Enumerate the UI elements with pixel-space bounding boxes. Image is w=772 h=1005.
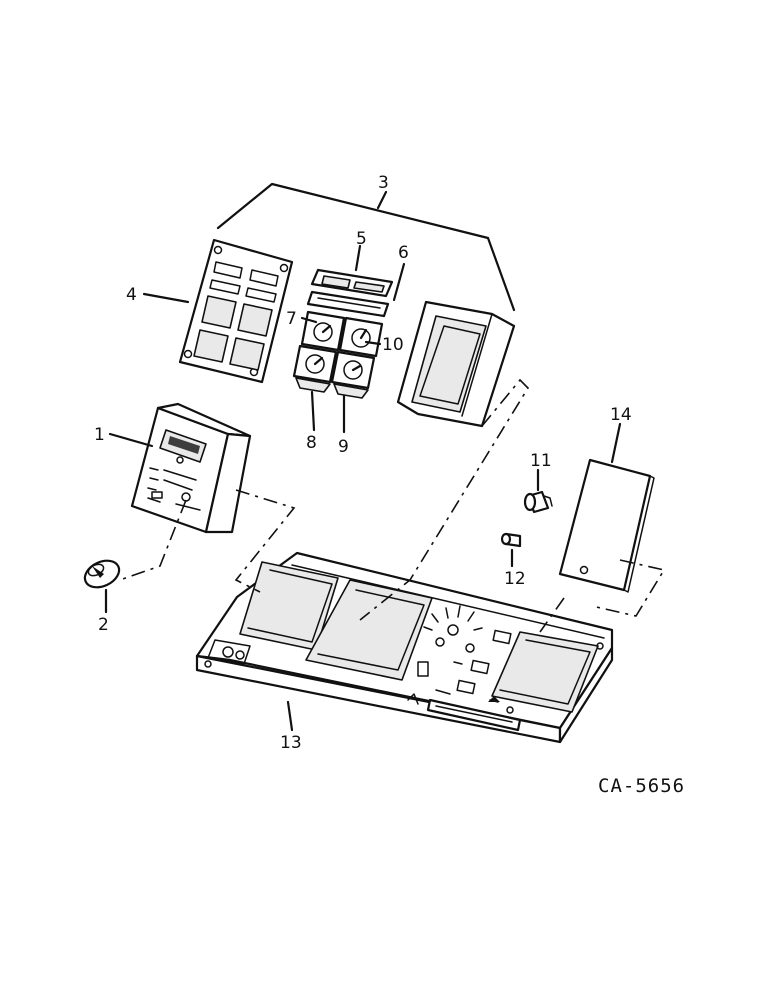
- control-housing-part-1: [130, 402, 252, 534]
- rear-housing-part: [396, 300, 516, 428]
- drawing-code: CA-5656: [598, 775, 685, 797]
- panel-right-cutout: [491, 631, 599, 713]
- callout-14: 14: [610, 405, 632, 425]
- gauges-parts-7-10: [292, 310, 384, 399]
- gauge-bezel-part-5: [310, 268, 394, 298]
- callout-10: 10: [382, 335, 404, 355]
- leader-lines: [104, 182, 622, 732]
- plug-part-11: [523, 490, 553, 514]
- cover-plate-part-14: [558, 458, 655, 593]
- panel-indicator-cluster: [407, 605, 512, 705]
- callout-12: 12: [504, 569, 526, 589]
- knob-part-2: [83, 559, 121, 589]
- callout-5: 5: [356, 229, 367, 249]
- callout-4: 4: [126, 285, 137, 305]
- callout-1: 1: [94, 425, 105, 445]
- panel-slot: [426, 698, 522, 732]
- callout-13: 13: [280, 733, 302, 753]
- callout-labels: 3 4 5 6 7 10 8 9 1 2 11 12 14 13: [94, 173, 632, 753]
- switch-panel-part-4: [178, 238, 294, 384]
- callout-7: 7: [286, 309, 297, 329]
- assembly-guide-lines: [119, 378, 666, 633]
- panel-center-cutout: [305, 579, 433, 681]
- callout-11: 11: [530, 451, 552, 471]
- callout-9: 9: [338, 437, 349, 457]
- callout-8: 8: [306, 433, 317, 453]
- bulb-part-12: [500, 532, 522, 548]
- callout-3: 3: [378, 173, 389, 193]
- callout-2: 2: [98, 615, 109, 635]
- callout-6: 6: [398, 243, 409, 263]
- instrument-panel-part-13: [195, 551, 614, 744]
- gauge-lens-part-6: [306, 290, 390, 318]
